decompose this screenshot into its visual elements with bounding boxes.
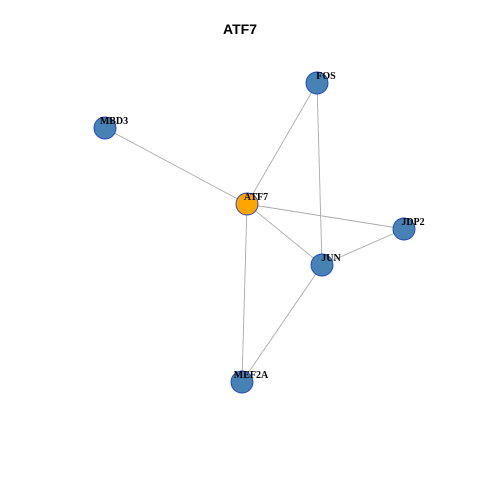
node-label-atf7: ATF7 bbox=[244, 192, 268, 203]
edge-atf7-jdp2 bbox=[246, 203, 405, 230]
node-jdp2: JDP2 bbox=[392, 217, 425, 241]
node-circle-mbd3 bbox=[93, 116, 117, 140]
diagram-title: ATF7 bbox=[223, 21, 257, 37]
node-circle-mef2a bbox=[230, 370, 254, 394]
node-label-mef2a: MEF2A bbox=[234, 370, 269, 381]
node-circle-fos bbox=[305, 71, 329, 95]
edge-atf7-mbd3 bbox=[104, 127, 248, 205]
edge-fos-jun bbox=[316, 82, 323, 266]
edge-jun-jdp2 bbox=[321, 228, 405, 266]
node-label-jun: JUN bbox=[321, 253, 341, 264]
edge-jun-mef2a bbox=[241, 264, 323, 383]
node-circle-jun bbox=[310, 253, 334, 277]
node-fos: FOS bbox=[305, 71, 336, 95]
node-jun: JUN bbox=[310, 253, 341, 277]
node-mbd3: MBD3 bbox=[93, 116, 128, 140]
node-label-fos: FOS bbox=[316, 71, 336, 82]
node-label-mbd3: MBD3 bbox=[100, 116, 128, 127]
node-atf7: ATF7 bbox=[235, 192, 268, 216]
node-circle-jdp2 bbox=[392, 217, 416, 241]
node-mef2a: MEF2A bbox=[230, 370, 269, 394]
node-label-jdp2: JDP2 bbox=[401, 217, 424, 228]
edge-atf7-jun bbox=[246, 203, 323, 266]
edge-atf7-mef2a bbox=[241, 203, 248, 383]
node-circle-atf7 bbox=[235, 192, 259, 216]
edge-atf7-fos bbox=[246, 82, 318, 205]
edge-layer bbox=[104, 82, 405, 383]
